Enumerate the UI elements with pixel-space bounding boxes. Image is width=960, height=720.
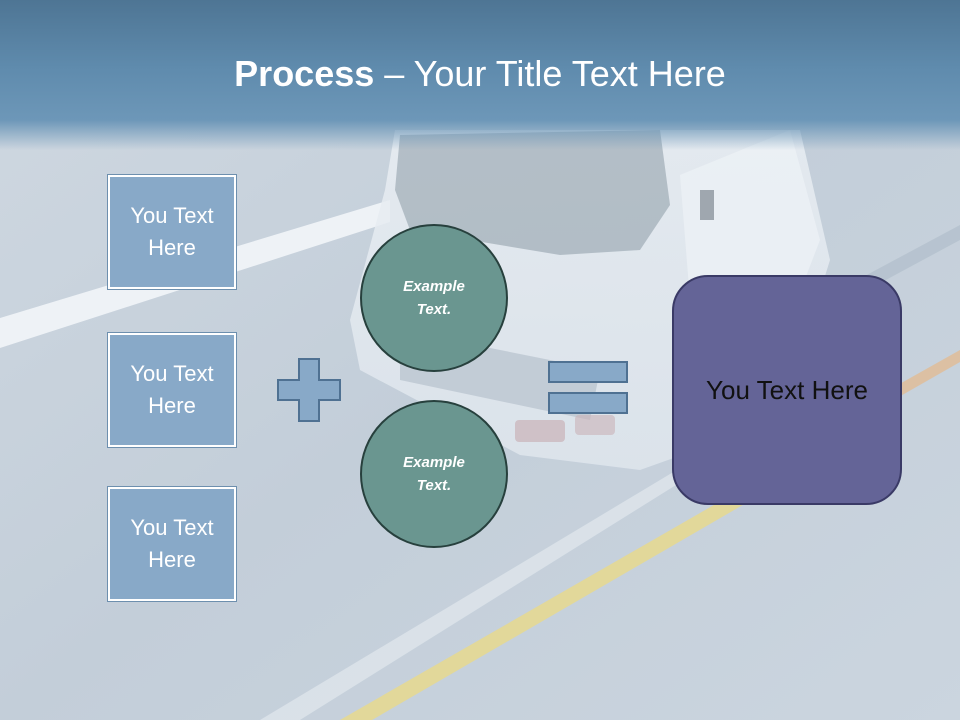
title-text: – Your Title Text Here [374, 53, 726, 94]
equals-icon[interactable] [548, 361, 630, 415]
result-box[interactable]: You Text Here [672, 275, 902, 505]
example-circle-2[interactable]: Example Text. [360, 400, 508, 548]
page-title[interactable]: Process – Your Title Text Here [0, 52, 960, 96]
text-box-2-label: You Text Here [130, 361, 214, 418]
result-box-label: You Text Here [706, 375, 868, 405]
text-box-2[interactable]: You Text Here [108, 333, 236, 447]
title-bold: Process [234, 53, 375, 94]
text-box-3-label: You Text Here [130, 515, 214, 572]
example-circle-2-label: Example Text. [403, 454, 465, 494]
text-box-3[interactable]: You Text Here [108, 487, 236, 601]
text-box-1[interactable]: You Text Here [108, 175, 236, 289]
example-circle-1-label: Example Text. [403, 278, 465, 318]
text-box-1-label: You Text Here [130, 203, 214, 260]
example-circle-1[interactable]: Example Text. [360, 224, 508, 372]
plus-icon[interactable] [277, 358, 341, 422]
title-bar [0, 0, 960, 150]
